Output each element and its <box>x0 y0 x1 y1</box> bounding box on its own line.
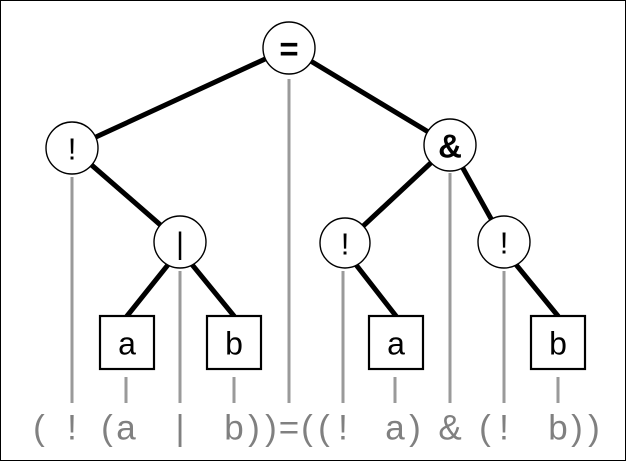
anchor-line-layer <box>70 79 560 403</box>
node-label-n-not-1: ! <box>68 132 77 167</box>
source-token-18: ) <box>571 409 583 448</box>
leaf-label-n-b-2: b <box>549 326 567 362</box>
tree-node-n-and[interactable]: & <box>423 118 477 172</box>
tree-node-n-b-2[interactable]: b <box>529 314 587 371</box>
source-token-8: = <box>279 409 299 448</box>
source-token-12: a <box>385 409 405 448</box>
leaf-label-n-a-1: a <box>118 326 136 362</box>
edge-n-not-2-to-n-a-2 <box>353 262 399 319</box>
tree-node-n-not-3[interactable]: ! <box>477 215 531 269</box>
edge-layer <box>89 56 561 319</box>
edge-n-and-to-n-not-3 <box>460 165 494 222</box>
source-token-15: ( <box>479 409 491 448</box>
node-circle-n-and <box>423 118 477 172</box>
source-text-layer: (!(a|b))=((!a)&(!b)) <box>33 409 600 448</box>
tree-node-n-a-2[interactable]: a <box>367 314 425 371</box>
tree-node-n-or[interactable]: | <box>153 215 207 269</box>
node-label-n-eq: = <box>279 31 298 68</box>
tree-node-n-eq[interactable]: = <box>262 21 316 75</box>
node-circle-n-eq <box>262 21 316 75</box>
node-label-n-and: & <box>438 128 462 165</box>
edge-n-not-1-to-n-or <box>89 162 163 228</box>
source-token-3: a <box>116 409 136 448</box>
node-circle-n-not-3 <box>477 215 531 269</box>
edge-n-or-to-n-a-1 <box>124 262 171 319</box>
node-circle-n-or <box>153 215 207 269</box>
node-label-n-or: | <box>176 226 184 261</box>
node-label-n-not-2: ! <box>341 227 350 262</box>
source-token-1: ! <box>67 409 77 448</box>
tree-node-n-a-1[interactable]: a <box>98 314 156 371</box>
edge-n-eq-to-n-and <box>308 58 431 135</box>
tree-node-n-not-1[interactable]: ! <box>45 121 99 175</box>
leaf-label-n-b-1: b <box>225 326 243 362</box>
tree-node-n-b-1[interactable]: b <box>205 314 263 371</box>
leaf-box-n-b-2 <box>529 314 587 371</box>
source-token-14: & <box>438 409 461 448</box>
node-layer: =! & |!! a b a b <box>45 21 587 371</box>
source-token-10: ( <box>318 409 330 448</box>
edge-n-not-3-to-n-b-2 <box>513 262 561 319</box>
source-token-17: b <box>548 409 567 448</box>
leaf-box-n-a-1 <box>98 314 156 371</box>
source-token-0: ( <box>33 409 45 448</box>
source-token-5: b <box>224 409 243 448</box>
source-token-6: ) <box>248 409 260 448</box>
source-token-19: ) <box>588 409 600 448</box>
source-token-4: | <box>175 409 184 448</box>
tree-node-n-not-2[interactable]: ! <box>319 217 371 269</box>
leaf-box-n-b-1 <box>205 314 263 371</box>
edge-n-or-to-n-b-1 <box>189 262 237 319</box>
source-token-13: ) <box>409 409 421 448</box>
edge-n-and-to-n-not-2 <box>360 160 434 229</box>
source-token-16: ! <box>499 409 509 448</box>
node-circle-n-not-1 <box>45 121 99 175</box>
node-circle-n-not-2 <box>319 217 371 269</box>
source-token-9: ( <box>301 409 313 448</box>
source-token-7: ) <box>265 409 277 448</box>
edge-n-eq-to-n-not-1 <box>93 56 268 140</box>
node-label-n-not-3: ! <box>500 226 509 261</box>
source-token-2: ( <box>101 409 113 448</box>
leaf-label-n-a-2: a <box>387 326 405 362</box>
source-token-11: ! <box>338 409 348 448</box>
leaf-box-n-a-2 <box>367 314 425 371</box>
